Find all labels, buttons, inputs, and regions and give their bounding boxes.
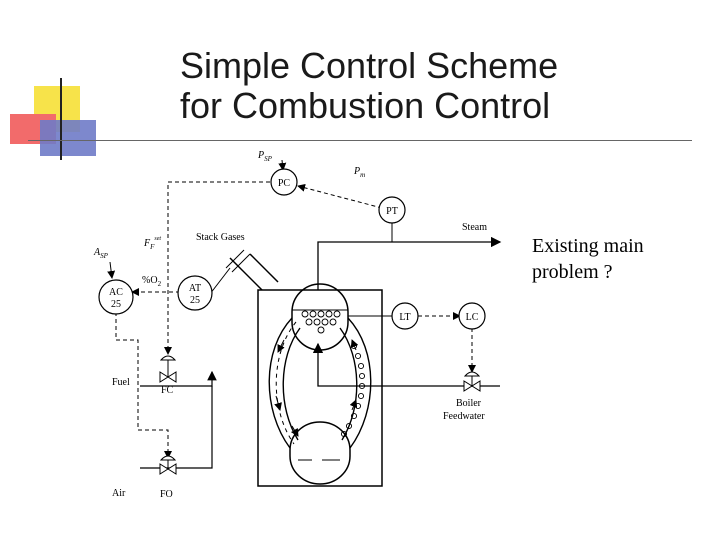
at-tap	[209, 267, 231, 295]
decor-vertical-line	[60, 78, 62, 160]
fuel-label: Fuel	[112, 377, 130, 388]
feedwater-label: Feedwater	[443, 411, 485, 422]
air-label: Air	[112, 488, 126, 499]
fc-label: FC	[161, 385, 174, 396]
side-note: Existing main problem ?	[532, 233, 644, 285]
ff-symbol: FFset	[143, 236, 161, 251]
stack-wall-right	[249, 253, 279, 283]
pc-label: PC	[278, 178, 291, 189]
lt-label: LT	[399, 312, 410, 323]
lc-label: LC	[466, 312, 479, 323]
feedwater-line	[312, 342, 500, 387]
steam-label: Steam	[462, 222, 487, 233]
fuel-valve-icon	[159, 355, 177, 383]
air-valve-icon	[159, 455, 177, 475]
boiler-casing	[257, 289, 383, 487]
tube-arc-right-outer	[347, 317, 372, 449]
title-line-1: Simple Control Scheme	[180, 45, 559, 86]
title-line-2: for Combustion Control	[180, 85, 551, 126]
lt-bubble	[391, 302, 419, 330]
pc-bubble	[270, 168, 298, 196]
tube-arc-left-inner	[282, 327, 301, 441]
o2-symbol: %O2	[142, 275, 162, 288]
ac-to-air-valve	[115, 312, 172, 459]
at-bubble	[177, 275, 213, 311]
stack-wall-left	[229, 257, 263, 291]
decor-square-blue	[40, 120, 96, 156]
stack-gases-label: Stack Gases	[196, 232, 245, 243]
ac-bubble	[98, 279, 134, 315]
side-note-line-2: problem ?	[532, 261, 613, 283]
decor-horizontal-line	[28, 140, 692, 141]
stack-hatch-1	[225, 249, 245, 269]
pm-symbol: Pm	[353, 166, 365, 179]
asp-arrow	[107, 261, 116, 279]
tube-arc-left-outer	[268, 317, 293, 449]
feedwater-valve-icon	[463, 371, 481, 392]
asp-symbol: ASP	[93, 247, 109, 260]
at-number: 25	[190, 295, 200, 306]
at-label: AT	[189, 283, 201, 294]
pt-label: PT	[386, 206, 398, 217]
pc-to-fc-setpoint	[167, 181, 270, 262]
circulation-arrows	[274, 339, 359, 437]
drum-tube-circles	[301, 310, 341, 334]
tube-arc-left-dashed	[275, 321, 297, 445]
stack-hatch-2	[231, 253, 251, 273]
fo-label: FO	[160, 489, 173, 500]
ac-number: 25	[111, 299, 121, 310]
air-line	[140, 386, 213, 469]
pt-bubble	[378, 196, 406, 224]
boiler-label: Boiler	[456, 398, 482, 409]
side-note-line-1: Existing main	[532, 235, 644, 257]
pt-to-pc	[297, 183, 383, 209]
psp-arrow	[278, 159, 287, 171]
ac-label: AC	[109, 287, 123, 298]
psp-symbol: PSP	[257, 150, 273, 163]
lower-drum	[289, 421, 351, 485]
lc-bubble	[458, 302, 486, 330]
steam-line	[317, 236, 502, 290]
upper-drum	[291, 283, 349, 351]
page-title: Simple Control Scheme for Combustion Con…	[180, 46, 640, 126]
